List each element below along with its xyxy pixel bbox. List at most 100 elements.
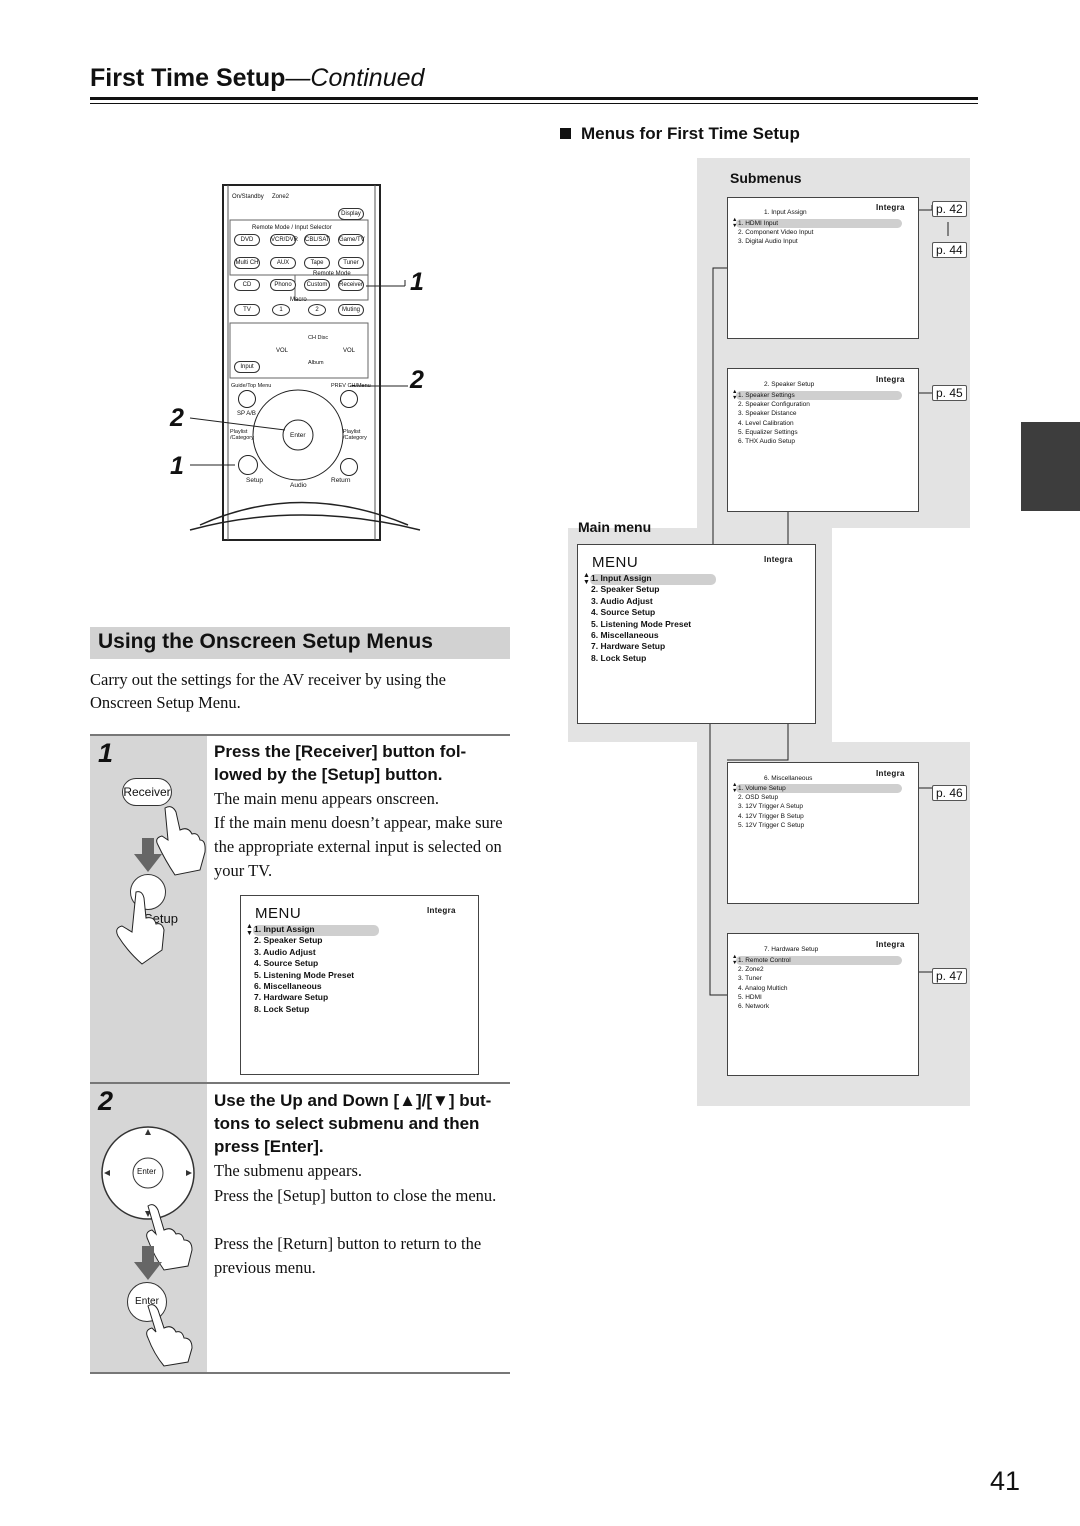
dpad-enter-label: Enter bbox=[137, 1167, 157, 1176]
step1-heading: Press the [Receiver] button fol- lowed b… bbox=[214, 742, 467, 784]
btn-receiver: Receiver bbox=[338, 279, 364, 291]
section-intro: Carry out the settings for the AV receiv… bbox=[90, 670, 446, 712]
submenu-item: 2. Speaker Configuration bbox=[738, 401, 810, 409]
step1-menu-list: 1. Input Assign 2. Speaker Setup 3. Audi… bbox=[254, 924, 354, 1015]
btn-enter: Enter bbox=[290, 432, 306, 439]
main-menu-item: 2. Speaker Setup bbox=[591, 584, 660, 595]
updown-arrow-icon: ▲▼ bbox=[732, 217, 738, 229]
page-ref: p. 46 bbox=[932, 785, 967, 801]
page-number: 41 bbox=[990, 1466, 1021, 1496]
submenu-speaker-setup: 2. Speaker Setup Integra ▲▼ 1. Speaker S… bbox=[727, 368, 919, 512]
submenu-highlight bbox=[736, 391, 902, 400]
btn-remote-mode2: Remote Mode bbox=[313, 271, 351, 277]
page-ref: p. 44 bbox=[932, 242, 967, 258]
page-ref: p. 42 bbox=[932, 201, 967, 217]
return-button-icon bbox=[340, 458, 358, 476]
step1-number: 1 bbox=[98, 738, 114, 768]
submenu-highlight bbox=[736, 956, 902, 965]
submenu-brand-logo: Integra bbox=[876, 769, 905, 778]
main-menu-label: Main menu bbox=[578, 519, 652, 535]
page-ref: p. 47 bbox=[932, 968, 967, 984]
btn-vol-right: VOL bbox=[343, 348, 356, 354]
main-menu-item: 4. Source Setup bbox=[591, 607, 656, 618]
remote-callout-2-left: 2 bbox=[170, 404, 184, 432]
btn-tuner: Tuner bbox=[338, 257, 364, 269]
main-menu-item: 5. Listening Mode Preset bbox=[591, 618, 692, 629]
submenu-brand-logo: Integra bbox=[876, 940, 905, 949]
submenu-miscellaneous: 6. Miscellaneous Integra ▲▼ 1. Volume Se… bbox=[727, 762, 919, 904]
submenu-highlight bbox=[736, 219, 902, 228]
submenu-brand-logo: Integra bbox=[876, 375, 905, 384]
submenu-item: 2. Component Video Input bbox=[738, 229, 814, 237]
submenu-item: 6. Network bbox=[738, 1003, 770, 1011]
step1-menu-title: MENU bbox=[255, 905, 302, 922]
submenu-list: 1. HDMI Input 2. Component Video Input 3… bbox=[738, 219, 813, 247]
submenu-title: 1. Input Assign bbox=[764, 209, 807, 216]
submenus-label: Submenus bbox=[730, 170, 802, 186]
submenu-item: 5. HDMI bbox=[738, 993, 762, 1001]
hand-press-down-icon bbox=[146, 1204, 193, 1271]
step1-text-2: If the main menu doesn’t appear, make su… bbox=[214, 813, 503, 880]
main-menu-list: 1. Input Assign 2. Speaker Setup 3. Audi… bbox=[591, 573, 691, 664]
step1-menu-screen: MENU Integra ▲▼ 1. Input Assign 2. Speak… bbox=[240, 895, 479, 1075]
submenu-item: 4. Level Calibration bbox=[738, 419, 794, 427]
btn-aux: AUX bbox=[270, 257, 296, 269]
hand-press-icon bbox=[156, 806, 206, 876]
remote-illustration: On/Standby Zone2 Display Remote Mode / I… bbox=[150, 180, 450, 550]
step2-text-2: Press the [Setup] button to close the me… bbox=[214, 1186, 497, 1205]
submenu-item: 5. Equalizer Settings bbox=[738, 428, 798, 436]
btn-zone2: Zone2 bbox=[272, 194, 290, 200]
btn-dvd: DVD bbox=[234, 234, 260, 246]
submenu-item: 3. Digital Audio Input bbox=[738, 238, 798, 246]
updown-arrow-icon: ▲▼ bbox=[246, 923, 253, 937]
step1-highlight bbox=[253, 925, 379, 936]
submenu-item: 5. 12V Trigger C Setup bbox=[738, 821, 805, 829]
submenu-item: 3. Tuner bbox=[738, 975, 762, 983]
submenu-item: 4. 12V Trigger B Setup bbox=[738, 812, 804, 820]
btn-display: Display bbox=[338, 208, 364, 220]
btn-phono: Phono bbox=[270, 279, 296, 291]
remote-callout-1-left: 1 bbox=[170, 452, 184, 480]
btn-playlist-right: Playlist /Category bbox=[343, 429, 367, 441]
updown-arrow-icon: ▲▼ bbox=[583, 572, 590, 586]
square-bullet-icon bbox=[560, 128, 571, 139]
main-menu-item: 8. Lock Setup bbox=[591, 652, 647, 663]
main-menu-item: 3. Audio Adjust bbox=[591, 595, 653, 606]
btn-tape: Tape bbox=[304, 257, 330, 269]
prev-ch-button-icon bbox=[340, 390, 358, 408]
btn-game-tv: Game/TV bbox=[338, 234, 365, 246]
main-menu-highlight bbox=[590, 574, 716, 585]
step1-brand-logo: Integra bbox=[427, 906, 456, 915]
main-menu-item: 6. Miscellaneous bbox=[591, 630, 659, 641]
menus-heading: Menus for First Time Setup bbox=[560, 124, 800, 144]
btn-multi-ch: Multi CH bbox=[234, 257, 260, 269]
btn-input: Input bbox=[234, 361, 260, 373]
btn-sp-ab: SP A/B bbox=[237, 411, 256, 417]
dpad-icon bbox=[101, 1126, 195, 1220]
btn-ch-disc: CH Disc bbox=[308, 335, 329, 341]
btn-prev-ch: PREV CH/Menu bbox=[331, 383, 371, 389]
submenu-title: 6. Miscellaneous bbox=[764, 775, 813, 782]
remote-body-icon bbox=[189, 184, 421, 541]
step1-menu-item: 1. Input Assign bbox=[254, 924, 315, 934]
step2-number: 2 bbox=[98, 1086, 114, 1116]
btn-on-standby: On/Standby bbox=[232, 194, 264, 200]
submenu-item: 3. Speaker Distance bbox=[738, 410, 797, 418]
chapter-tab bbox=[1021, 422, 1080, 511]
submenu-brand-logo: Integra bbox=[876, 203, 905, 212]
hand-press-enter-icon bbox=[146, 1304, 193, 1367]
btn-custom: Custom bbox=[304, 279, 330, 291]
steps-mid-rule bbox=[90, 1082, 510, 1084]
step2-text-3: Press the [Return] button to return to t… bbox=[214, 1234, 482, 1277]
updown-arrow-icon: ▲▼ bbox=[732, 389, 738, 401]
submenu-title: 2. Speaker Setup bbox=[764, 381, 815, 388]
btn-cd: CD bbox=[234, 279, 260, 291]
step1-text-1: The main menu appears onscreen. bbox=[214, 789, 439, 808]
title-main: First Time Setup bbox=[90, 64, 286, 92]
submenu-input-assign: 1. Input Assign Integra ▲▼ 1. HDMI Input… bbox=[727, 197, 919, 339]
btn-guide: Guide/Top Menu bbox=[231, 383, 272, 389]
enter-button-icon: Enter bbox=[127, 1282, 167, 1322]
title-continued: —Continued bbox=[285, 64, 425, 92]
header-rule bbox=[90, 97, 978, 100]
submenu-hardware-setup: 7. Hardware Setup Integra ▲▼ 1. Remote C… bbox=[727, 933, 919, 1076]
